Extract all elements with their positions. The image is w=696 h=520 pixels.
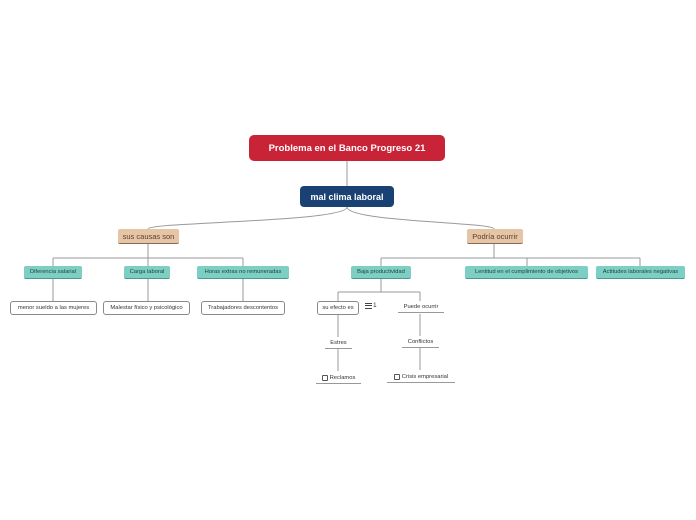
- effect-sub-puede-ocurrir[interactable]: Puede ocurrir: [398, 301, 444, 313]
- node-reclamos-label: Reclamos: [329, 374, 356, 381]
- checkbox-icon[interactable]: [321, 374, 328, 381]
- consequence-lower-pay-women[interactable]: menor sueldo a las mujeres: [10, 301, 97, 315]
- main-topic[interactable]: mal clima laboral: [300, 186, 394, 207]
- checkbox-icon[interactable]: [393, 373, 400, 380]
- consequence-physical-psychological-stress[interactable]: Malestar físico y psicológico: [103, 301, 190, 315]
- effect-sub-su-efecto-es[interactable]: su efecto es: [317, 301, 359, 315]
- notes-badge[interactable]: 1: [365, 302, 377, 309]
- effect-negative-attitudes[interactable]: Actitudes laborales negativas: [596, 266, 685, 279]
- effect-slow-objectives[interactable]: Lentitud en el cumplimiento de objetivos: [465, 266, 588, 279]
- node-estres[interactable]: Estres: [325, 337, 352, 349]
- root-topic[interactable]: Problema en el Banco Progreso 21: [249, 135, 445, 161]
- notes-badge-count: 1: [373, 302, 377, 309]
- node-crisis-empresarial[interactable]: Crisis empresarial: [387, 371, 455, 383]
- node-crisis-label: Crisis empresarial: [401, 373, 449, 380]
- cause-workload[interactable]: Carga laboral: [124, 266, 170, 279]
- node-conflictos[interactable]: Conflictos: [402, 336, 439, 348]
- node-reclamos[interactable]: Reclamos: [316, 372, 361, 384]
- effects-branch[interactable]: Podría ocurrir: [467, 229, 523, 244]
- cause-salary-difference[interactable]: Diferencia salarial: [24, 266, 82, 279]
- consequence-unhappy-workers[interactable]: Trabajadores descontentos: [201, 301, 285, 315]
- cause-unpaid-overtime[interactable]: Horas extras no remuneradas: [197, 266, 289, 279]
- list-icon: [365, 302, 372, 309]
- effect-low-productivity[interactable]: Baja productividad: [351, 266, 411, 279]
- causes-branch[interactable]: sus causas son: [118, 229, 179, 244]
